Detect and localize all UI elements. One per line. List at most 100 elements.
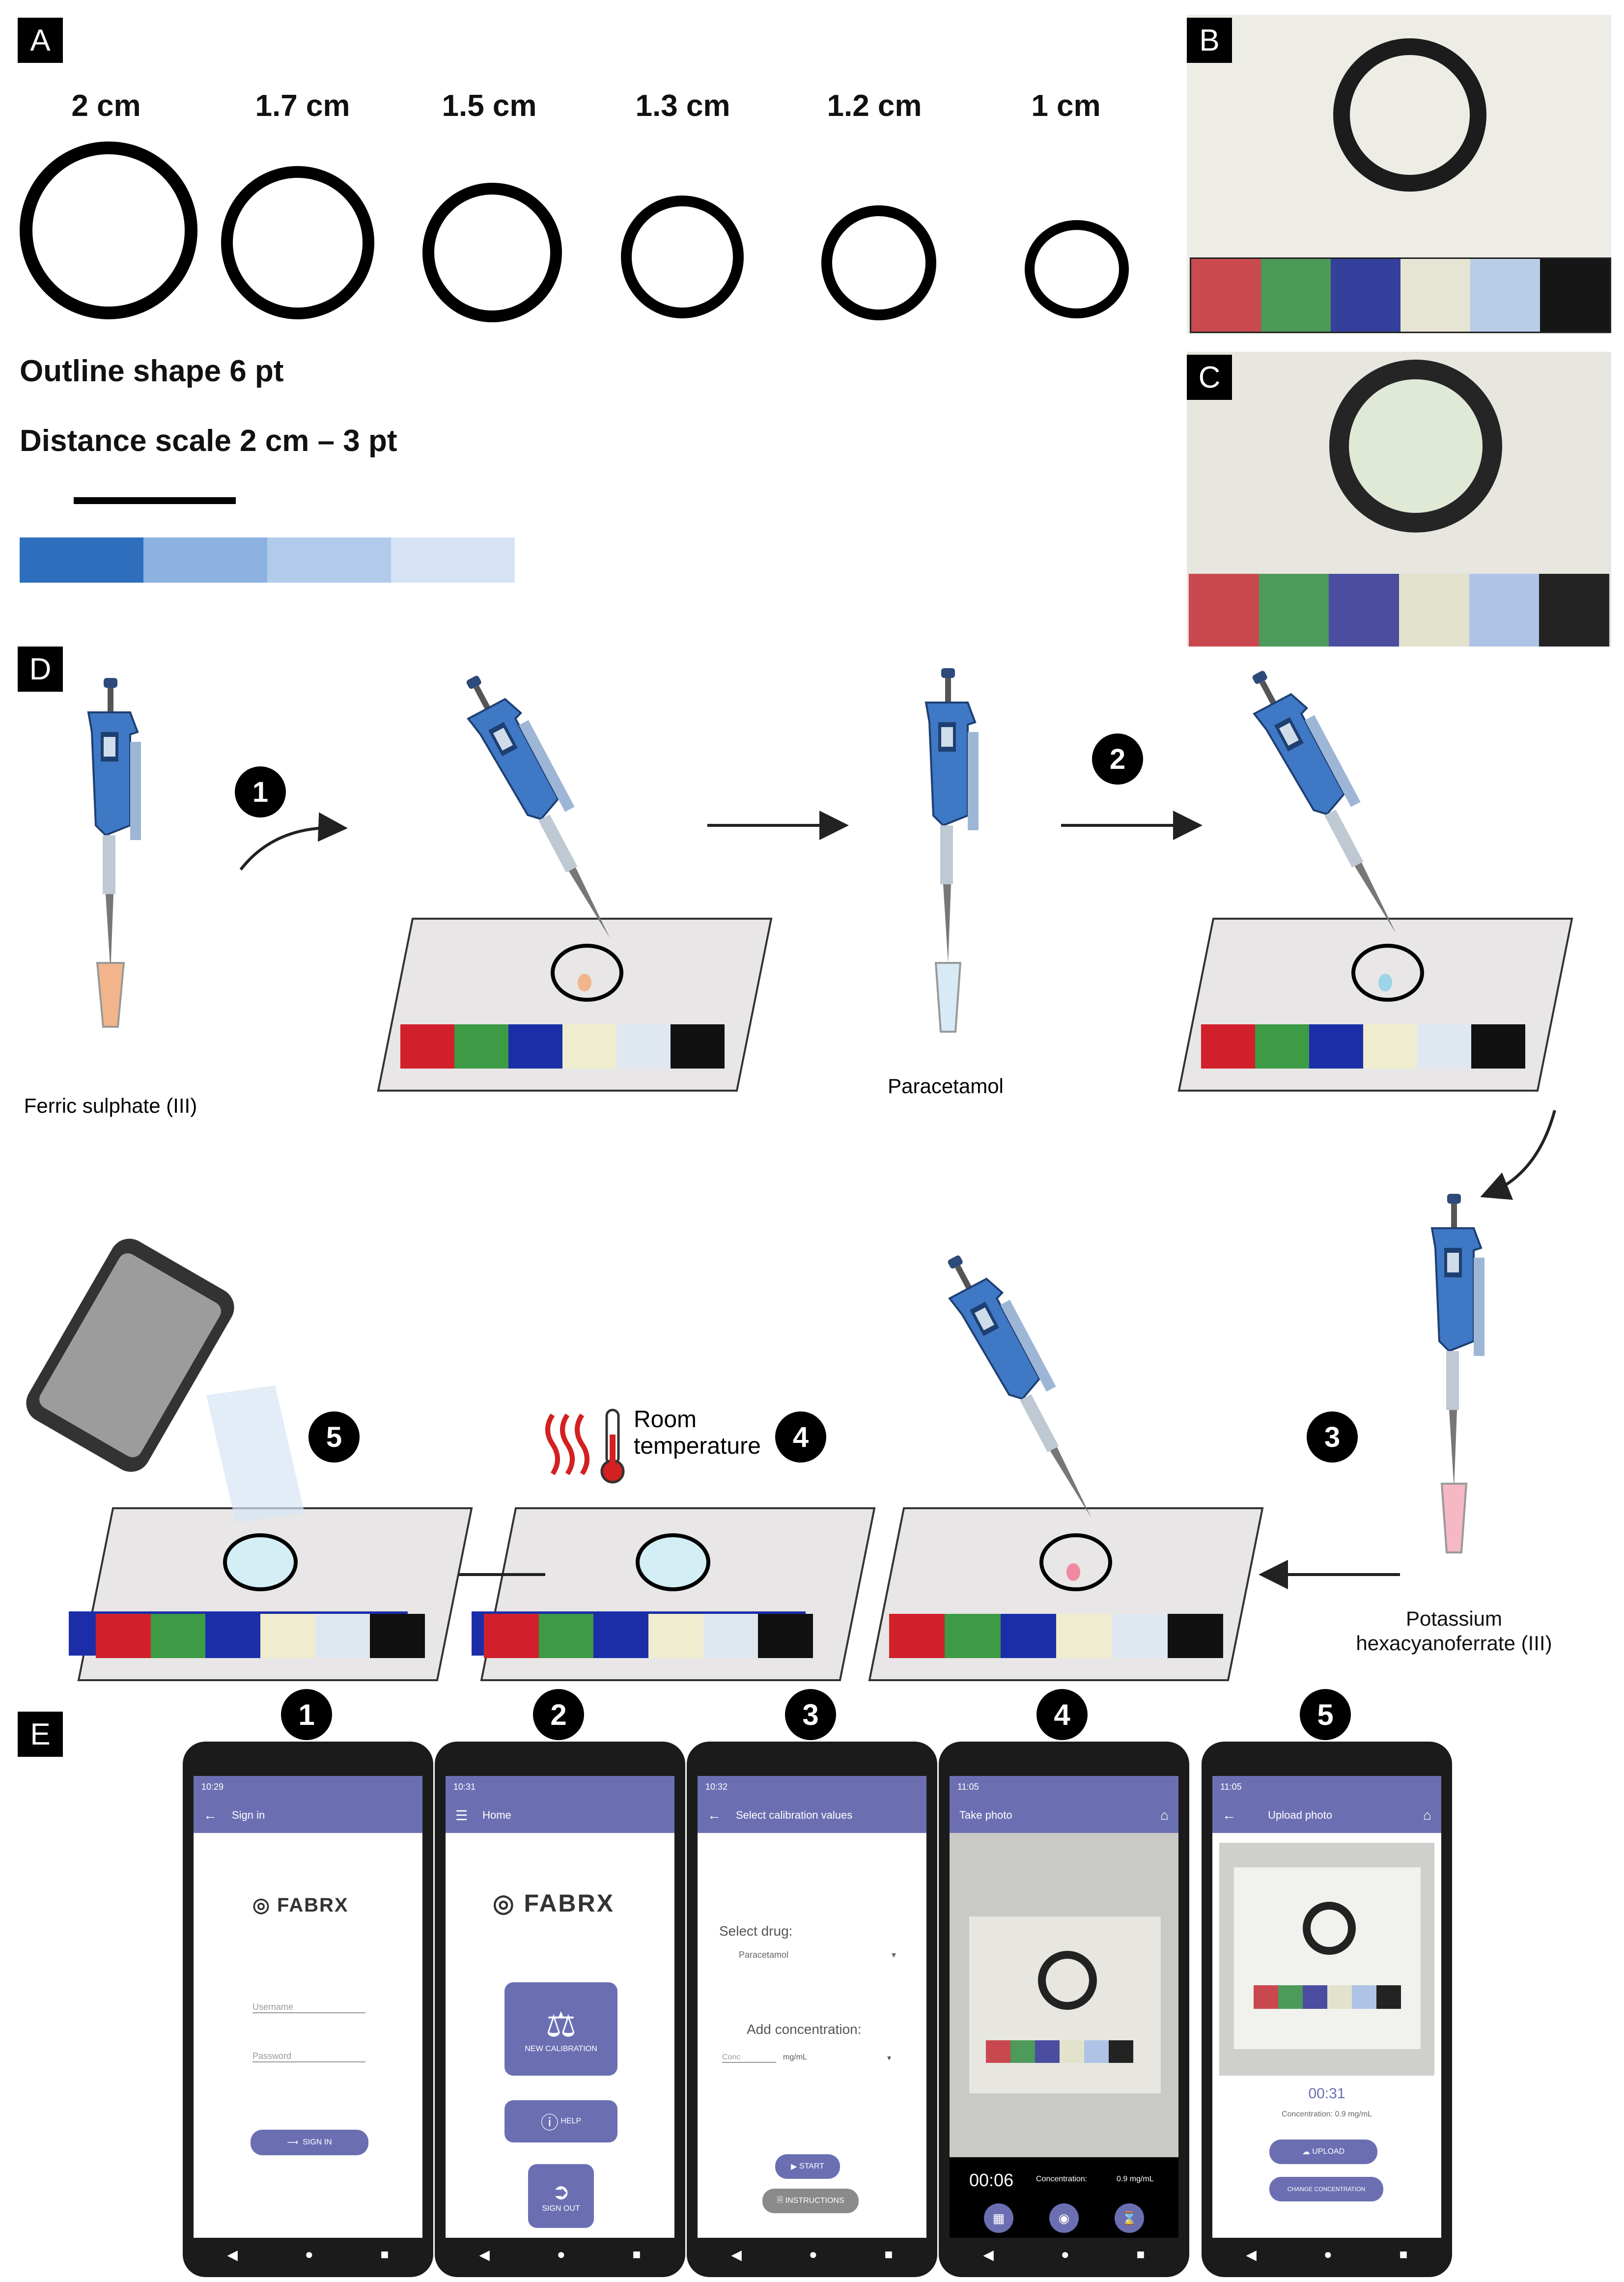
select-drug-label: Select drug: (719, 1923, 793, 1939)
tube-paracetamol (934, 962, 962, 1033)
pipette-dispensing-3 (933, 1243, 1118, 1528)
color-swatch-bar-b (1190, 257, 1611, 333)
back-nav-icon[interactable]: ◀ (731, 2247, 742, 2262)
nav-bar: ◀ ● ■ (446, 2240, 674, 2269)
recents-nav-icon[interactable]: ■ (380, 2247, 389, 2262)
unit-dropdown[interactable]: mg/mL▾ (783, 2053, 891, 2063)
circle-1-7cm (221, 166, 374, 319)
swatch-cream (1400, 259, 1470, 332)
home-nav-icon[interactable]: ● (557, 2247, 565, 2262)
help-button[interactable]: ⓘ HELP (504, 2100, 617, 2142)
timer-button[interactable]: ⌛ (1115, 2203, 1144, 2233)
back-nav-icon[interactable]: ◀ (1246, 2247, 1257, 2262)
upload-button[interactable]: ☁ UPLOAD (1269, 2140, 1377, 2164)
photo-panel-c (1187, 352, 1611, 647)
back-arrow-icon[interactable]: ← (707, 1807, 721, 1823)
swatch-light-blue (616, 1024, 671, 1069)
swatch-blue (1331, 259, 1400, 332)
swatch-red (96, 1614, 151, 1658)
swatch-blue (1303, 1985, 1327, 2009)
swatch-red (1191, 259, 1261, 332)
swatch-light-blue (315, 1614, 370, 1658)
swatch-light-blue (1470, 259, 1540, 332)
step-2-marker: 2 (1092, 733, 1143, 785)
menu-icon[interactable]: ☰ (455, 1807, 468, 1823)
swatch-cream (1399, 574, 1469, 647)
gallery-button[interactable]: ▦ (984, 2203, 1013, 2233)
status-time: 11:05 (1220, 1782, 1242, 1792)
recents-nav-icon[interactable]: ■ (1399, 2247, 1408, 2262)
status-bar: 11:05 (950, 1776, 1178, 1798)
home-nav-icon[interactable]: ● (305, 2247, 313, 2262)
status-bar: 10:31 (446, 1776, 674, 1798)
swatch-green (1010, 2040, 1035, 2063)
sign-in-label: SIGN IN (303, 2138, 332, 2146)
swatch-green (1259, 574, 1329, 647)
smartphone-icon (26, 1239, 234, 1472)
swatch-blue (205, 1614, 261, 1658)
drug-dropdown[interactable]: Paracetamol▾ (739, 1950, 896, 1960)
swatch-green (1255, 1024, 1309, 1069)
panel-label-e: E (18, 1712, 63, 1757)
swatch-cream (1327, 1985, 1352, 2009)
swatch-green (1278, 1985, 1303, 2009)
back-nav-icon[interactable]: ◀ (227, 2247, 238, 2262)
app-step-5-marker: 5 (1300, 1689, 1351, 1740)
screen-home: 10:31 ☰ Home ◎ FABRX ⚖ NEW CALIBRATION ⓘ… (446, 1776, 674, 2238)
swatch-red (1201, 1024, 1255, 1069)
instructions-button[interactable]: 🗎 INSTRUCTIONS (762, 2189, 859, 2213)
size-label-1-7cm: 1.7 cm (255, 89, 350, 123)
swatch-red (1189, 574, 1259, 647)
swatch-blue (1000, 1614, 1056, 1658)
back-arrow-icon[interactable]: ← (1222, 1807, 1236, 1823)
camera-preview (950, 1833, 1178, 2157)
recents-nav-icon[interactable]: ■ (1136, 2247, 1145, 2262)
home-nav-icon[interactable]: ● (1323, 2247, 1332, 2262)
sign-out-button[interactable]: ➲ SIGN OUT (528, 2164, 594, 2228)
fabrx-logo: ◎ FABRX (493, 1889, 615, 1917)
swatch-blue (1035, 2040, 1060, 2063)
app-bar-title: Upload photo (1268, 1809, 1332, 1821)
step-1-number: 1 (252, 776, 268, 808)
back-arrow-icon[interactable]: ← (203, 1807, 217, 1823)
back-nav-icon[interactable]: ◀ (983, 2247, 994, 2262)
username-field[interactable]: Username (252, 2002, 365, 2013)
back-nav-icon[interactable]: ◀ (479, 2247, 490, 2262)
arrow-step-1 (239, 812, 348, 871)
photo-panel-b (1187, 15, 1611, 334)
sign-out-icon: ➲ (552, 2179, 570, 2204)
app-bar: ☰ Home (446, 1798, 674, 1833)
pipette-dispensing-2 (1238, 659, 1423, 944)
new-calibration-button[interactable]: ⚖ NEW CALIBRATION (504, 1982, 617, 2076)
distance-scale-text: Distance scale 2 cm – 3 pt (20, 424, 397, 458)
change-concentration-button[interactable]: CHANGE CONCENTRATION (1269, 2177, 1383, 2201)
capture-button[interactable]: ◉ (1049, 2203, 1079, 2233)
recents-nav-icon[interactable]: ■ (632, 2247, 641, 2262)
swatch-light-blue (703, 1614, 758, 1658)
swatch-blue (508, 1024, 562, 1069)
concentration-input[interactable]: Conc (722, 2053, 776, 2063)
swatch-black (1109, 2040, 1133, 2063)
app-step-3-marker: 3 (785, 1689, 836, 1740)
swatch-cream (1060, 2040, 1084, 2063)
circle-1-2cm (821, 205, 936, 320)
app-bar-title: Home (482, 1809, 511, 1821)
flask-icon: ⚖ (545, 2005, 577, 2044)
swatch-black (1376, 1985, 1401, 2009)
home-icon[interactable]: ⌂ (1423, 1807, 1431, 1823)
recents-nav-icon[interactable]: ■ (884, 2247, 893, 2262)
size-label-1-5cm: 1.5 cm (442, 89, 537, 123)
instructions-label: INSTRUCTIONS (785, 2197, 844, 2205)
status-bar: 10:29 (194, 1776, 422, 1798)
password-field[interactable]: Password (252, 2051, 365, 2062)
home-icon[interactable]: ⌂ (1160, 1807, 1169, 1823)
home-nav-icon[interactable]: ● (1061, 2247, 1069, 2262)
reagent-label-ferric: Ferric sulphate (III) (24, 1094, 197, 1117)
sign-in-button[interactable]: ⟶ SIGN IN (251, 2130, 368, 2155)
uploaded-photo (1219, 1843, 1434, 2076)
pipette-ferric (87, 677, 142, 974)
home-nav-icon[interactable]: ● (809, 2247, 817, 2262)
app-step-1-marker: 1 (281, 1689, 332, 1740)
swatch-cream (1363, 1024, 1417, 1069)
start-button[interactable]: ▶ START (775, 2154, 840, 2179)
